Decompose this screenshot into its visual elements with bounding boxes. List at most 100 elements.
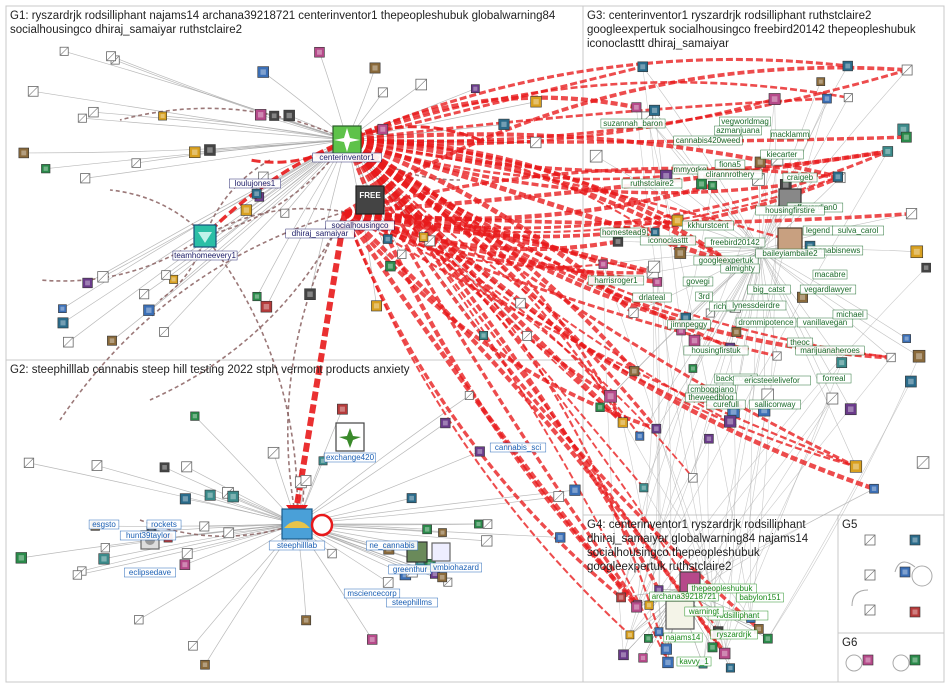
hub-vmbiohazard xyxy=(431,542,451,562)
graph-node xyxy=(474,446,485,457)
graph-node xyxy=(240,204,253,216)
svg-text:theweedblog: theweedblog xyxy=(688,393,733,402)
node-label-michael: michael xyxy=(832,309,868,320)
svg-text:kkhurstcent: kkhurstcent xyxy=(688,221,730,230)
group-label-g3-line2: googleexpertuk socialhousingco freebird2… xyxy=(587,24,916,36)
graph-node xyxy=(181,461,193,473)
edges-brown xyxy=(39,107,461,537)
node-label-salliconway: salliconway xyxy=(749,399,801,410)
node-label-cannabis420weed: cannabis420weed xyxy=(673,135,743,146)
group-label-g4-line3: socialhousingco thepeopleshubuk xyxy=(587,547,760,559)
node-label-najams14: najams14 xyxy=(663,632,703,643)
graph-node xyxy=(107,335,117,346)
node-label-jimnpeggy: jimnpeggy xyxy=(667,319,711,330)
graph-node xyxy=(671,214,684,227)
hub-centerinventor1 xyxy=(332,125,362,155)
g5-loop xyxy=(911,565,933,587)
graph-node xyxy=(254,109,267,121)
graph-node xyxy=(188,641,198,651)
graph-node xyxy=(625,630,635,640)
graph-node xyxy=(864,604,876,616)
svg-text:ericsteelelivefor: ericsteelelivefor xyxy=(744,376,800,385)
graph-node xyxy=(260,300,273,313)
graph-node xyxy=(899,566,911,578)
graph-node xyxy=(816,77,826,86)
node-label-thepeopleshubuk: thepeopleshubuk xyxy=(687,583,757,594)
svg-text:ruthstclaire2: ruthstclaire2 xyxy=(630,179,674,188)
node-label-archana39218721: archana39218721 xyxy=(649,591,719,602)
svg-text:googleexpertuk: googleexpertuk xyxy=(699,256,755,265)
graph-node xyxy=(921,262,931,273)
graph-node xyxy=(628,307,639,318)
node-label-freebird20142: freebird20142 xyxy=(704,237,766,248)
svg-text:vegworldmag: vegworldmag xyxy=(721,117,769,126)
graph-node xyxy=(753,624,764,634)
node-label-curefull: curefull xyxy=(706,399,746,410)
svg-text:ne_cannabis: ne_cannabis xyxy=(369,541,414,550)
svg-text:macklamm: macklamm xyxy=(771,130,810,139)
graph-node xyxy=(674,247,687,259)
graph-node xyxy=(902,334,911,343)
graph-node xyxy=(515,297,526,309)
graph-node xyxy=(385,260,396,272)
svg-text:michael: michael xyxy=(836,310,864,319)
node-label-fiona5: fiona5 xyxy=(714,159,746,170)
graph-node xyxy=(58,304,67,313)
svg-text:rockets: rockets xyxy=(151,520,177,529)
graph-node xyxy=(569,484,581,496)
graph-node xyxy=(822,93,832,104)
svg-text:sulva_carol: sulva_carol xyxy=(838,226,879,235)
graph-node xyxy=(131,158,141,168)
graph-node xyxy=(616,592,626,603)
graph-node xyxy=(159,462,170,473)
graph-node xyxy=(100,543,110,553)
graph-node xyxy=(768,93,781,106)
g6-loop xyxy=(892,654,910,672)
node-label-rockets: rockets xyxy=(146,519,182,530)
node-label-macabre: macabre xyxy=(812,269,848,280)
edges-red xyxy=(203,57,912,663)
svg-text:cannabisnews: cannabisnews xyxy=(810,246,861,255)
svg-text:lynessdeirdre: lynessdeirdre xyxy=(732,301,780,310)
graph-node xyxy=(382,234,393,244)
node-label-ruthstclaire2: ruthstclaire2 xyxy=(621,178,683,189)
svg-text:warningt: warningt xyxy=(688,607,720,616)
graph-node xyxy=(200,659,210,670)
graph-node xyxy=(481,535,493,547)
svg-text:centerinventor1: centerinventor1 xyxy=(319,153,375,162)
node-labels: centerinventor1socialhousingcodhiraj_sam… xyxy=(88,116,884,667)
graph-node xyxy=(377,87,388,98)
svg-text:theoc: theoc xyxy=(790,338,810,347)
svg-text:cmboggiano: cmboggiano xyxy=(690,385,734,394)
svg-text:greenthur: greenthur xyxy=(393,565,428,574)
graph-node xyxy=(772,351,782,361)
graph-node xyxy=(415,78,427,91)
node-label-vanillavegan: vanillavegan xyxy=(796,317,854,328)
svg-text:housingfirstuk: housingfirstuk xyxy=(691,346,741,355)
svg-text:msciencecorp: msciencecorp xyxy=(347,589,397,598)
svg-text:suzannah_baron: suzannah_baron xyxy=(603,119,663,128)
node-label-homestead9: homestead9 xyxy=(600,227,648,238)
graph-node xyxy=(648,260,661,273)
graph-node xyxy=(82,277,93,289)
graph-node xyxy=(553,491,565,502)
node-label-drlateal: drlateal xyxy=(632,292,672,303)
graph-node xyxy=(916,456,930,469)
node-label-socialhousingco: socialhousingco xyxy=(325,220,395,231)
graph-node xyxy=(72,570,83,580)
graph-node xyxy=(688,364,698,373)
hub-steephilllab xyxy=(281,508,313,540)
graph-node xyxy=(660,643,672,655)
graph-node xyxy=(638,653,648,663)
svg-text:clirannrothery: clirannrothery xyxy=(706,170,754,179)
svg-text:freebird20142: freebird20142 xyxy=(710,238,760,247)
graph-node xyxy=(530,136,542,149)
graph-node xyxy=(314,46,325,58)
graph-node xyxy=(909,606,921,618)
graph-node xyxy=(257,66,269,78)
svg-text:hunt39taylor: hunt39taylor xyxy=(126,531,170,540)
svg-text:housingfirstire: housingfirstire xyxy=(765,206,815,215)
g6-loop xyxy=(845,654,863,672)
svg-text:richa: richa xyxy=(713,302,731,311)
node-label-azmanjuana: azmanjuana xyxy=(714,125,762,136)
